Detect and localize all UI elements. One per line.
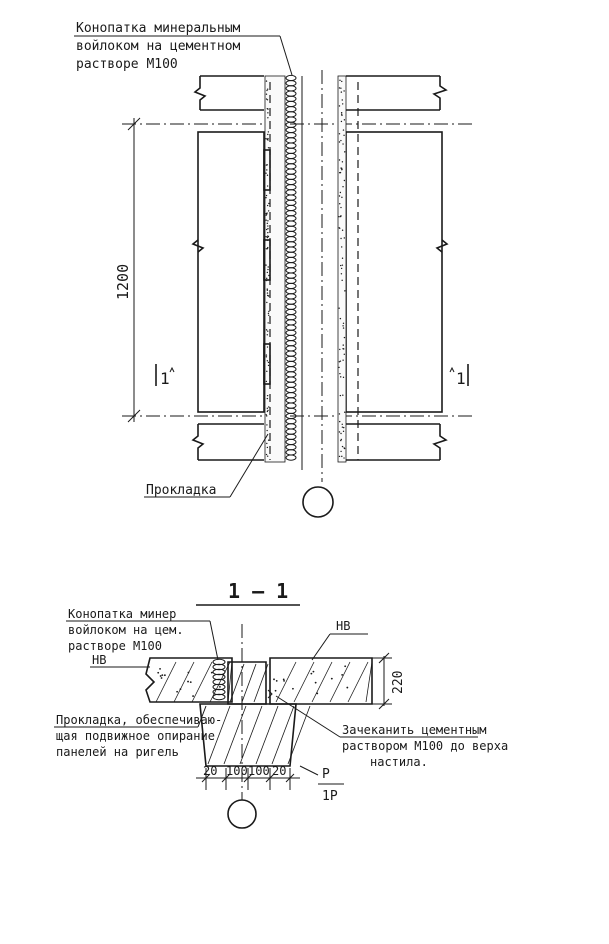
section-dim-bottom-4: 20 — [272, 764, 286, 778]
section-beam-label: Р — [322, 767, 330, 782]
plan-joint-right-strip — [337, 75, 347, 463]
plan-view: Конопатка минеральным войлоком на цемент… — [74, 21, 472, 518]
plan-gasket-label: Прокладка — [146, 483, 216, 498]
plan-axis-bubble — [302, 486, 334, 518]
section-caulk-note-line1: Конопатка минер — [68, 607, 176, 621]
section-gasket-leader — [197, 705, 207, 728]
plan-caulk-note-line3: растворе М100 — [76, 57, 178, 72]
plan-dim-height: 1200 — [114, 264, 132, 300]
section-felt-caulking — [212, 658, 226, 701]
section-beam-stem — [227, 661, 267, 705]
section-grout-note-line2: раствором М100 до верха — [342, 739, 508, 753]
section-dim-height: 220 — [391, 671, 406, 694]
plan-gasket-stub — [263, 149, 271, 191]
plan-caulk-leader — [279, 35, 293, 76]
section-caulk-leader — [209, 620, 219, 661]
section-grout-note-line1: Зачеканить цементным — [342, 723, 487, 737]
section-caulk-note-line2: войлоком на цем. — [68, 623, 184, 637]
plan-concrete-dots — [265, 79, 346, 459]
plan-cut-mark-right: 1 — [456, 369, 466, 388]
section-axis-bubble — [227, 799, 257, 829]
section-dim-bottom-1: 20 — [203, 764, 217, 778]
plan-felt-caulking — [285, 74, 297, 461]
section-beam-label-leader — [299, 765, 319, 776]
plan-panel-right — [345, 131, 443, 413]
section-caulk-note-line3: растворе М100 — [68, 639, 162, 653]
plan-caulk-note-line1: Конопатка минеральным — [76, 21, 241, 36]
section-grout-note-line3: настила. — [370, 755, 428, 769]
section-view: 1 — 1 Конопатка минер войлоком на цем. р… — [54, 579, 508, 829]
plan-gasket-leader — [229, 433, 269, 498]
section-gasket-note-line2: щая подвижное опирание — [56, 729, 215, 743]
section-grout-leader — [275, 695, 341, 738]
plan-caulk-note-line2: войлоком на цементном — [76, 39, 241, 54]
section-slab-hatching — [155, 661, 373, 703]
section-gasket-note-line1: Прокладка, обеспечиваю- — [56, 713, 222, 727]
section-slab-right — [269, 657, 373, 705]
section-title: 1 — 1 — [228, 579, 288, 603]
section-gasket-note-line3: панелей на ригель — [56, 745, 179, 759]
section-dim-bottom-2: 100 — [226, 764, 248, 778]
section-grade-left: НВ — [92, 653, 106, 667]
section-dim-bottom-3: 100 — [248, 764, 270, 778]
plan-panel-left — [197, 131, 265, 413]
section-grade-right: НВ — [336, 619, 350, 633]
section-beam-label-sub: 1Р — [322, 789, 338, 804]
plan-cut-mark-left: 1 — [160, 369, 170, 388]
section-grade-right-leader — [311, 633, 331, 661]
